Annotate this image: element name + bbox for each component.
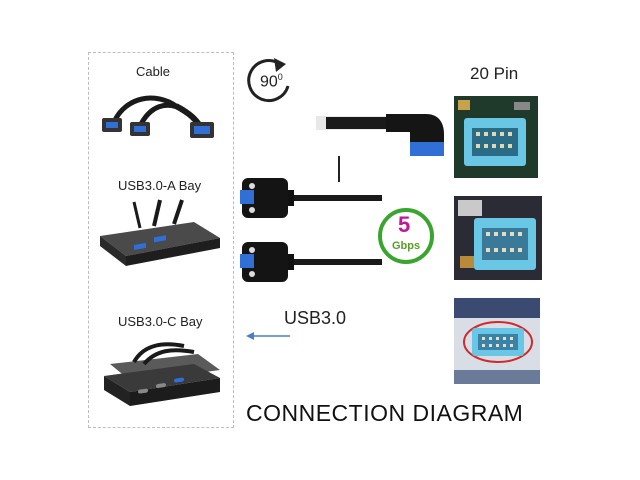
header-photo-3 <box>454 298 540 384</box>
y-cable-image <box>102 95 214 138</box>
speed-badge-unit: Gbps <box>392 240 421 252</box>
rotate-90-icon <box>247 58 290 103</box>
pin-label: 20 Pin <box>470 64 519 83</box>
bay-a-label: USB3.0-A Bay <box>118 178 202 193</box>
header-photo-2 <box>454 196 542 280</box>
usb-a-bay-image <box>100 199 220 266</box>
speed-badge-ring <box>378 208 434 264</box>
speed-badge-number: 5 <box>398 212 411 237</box>
header-cable-image <box>316 114 444 156</box>
usb3-label: USB3.0 <box>284 308 347 328</box>
cable-label: Cable <box>136 64 170 79</box>
usb-c-bay-image <box>104 342 220 406</box>
product-panel <box>88 52 234 428</box>
left-arrow-icon <box>246 332 290 340</box>
usb-panel-connectors-image <box>240 178 382 282</box>
connection-diagram-title: CONNECTION DIAGRAM <box>246 400 524 426</box>
header-photo-1 <box>454 96 538 178</box>
rotation-value: 900 <box>260 72 283 91</box>
bay-c-label: USB3.0-C Bay <box>118 314 203 329</box>
divider-mark <box>338 156 340 182</box>
